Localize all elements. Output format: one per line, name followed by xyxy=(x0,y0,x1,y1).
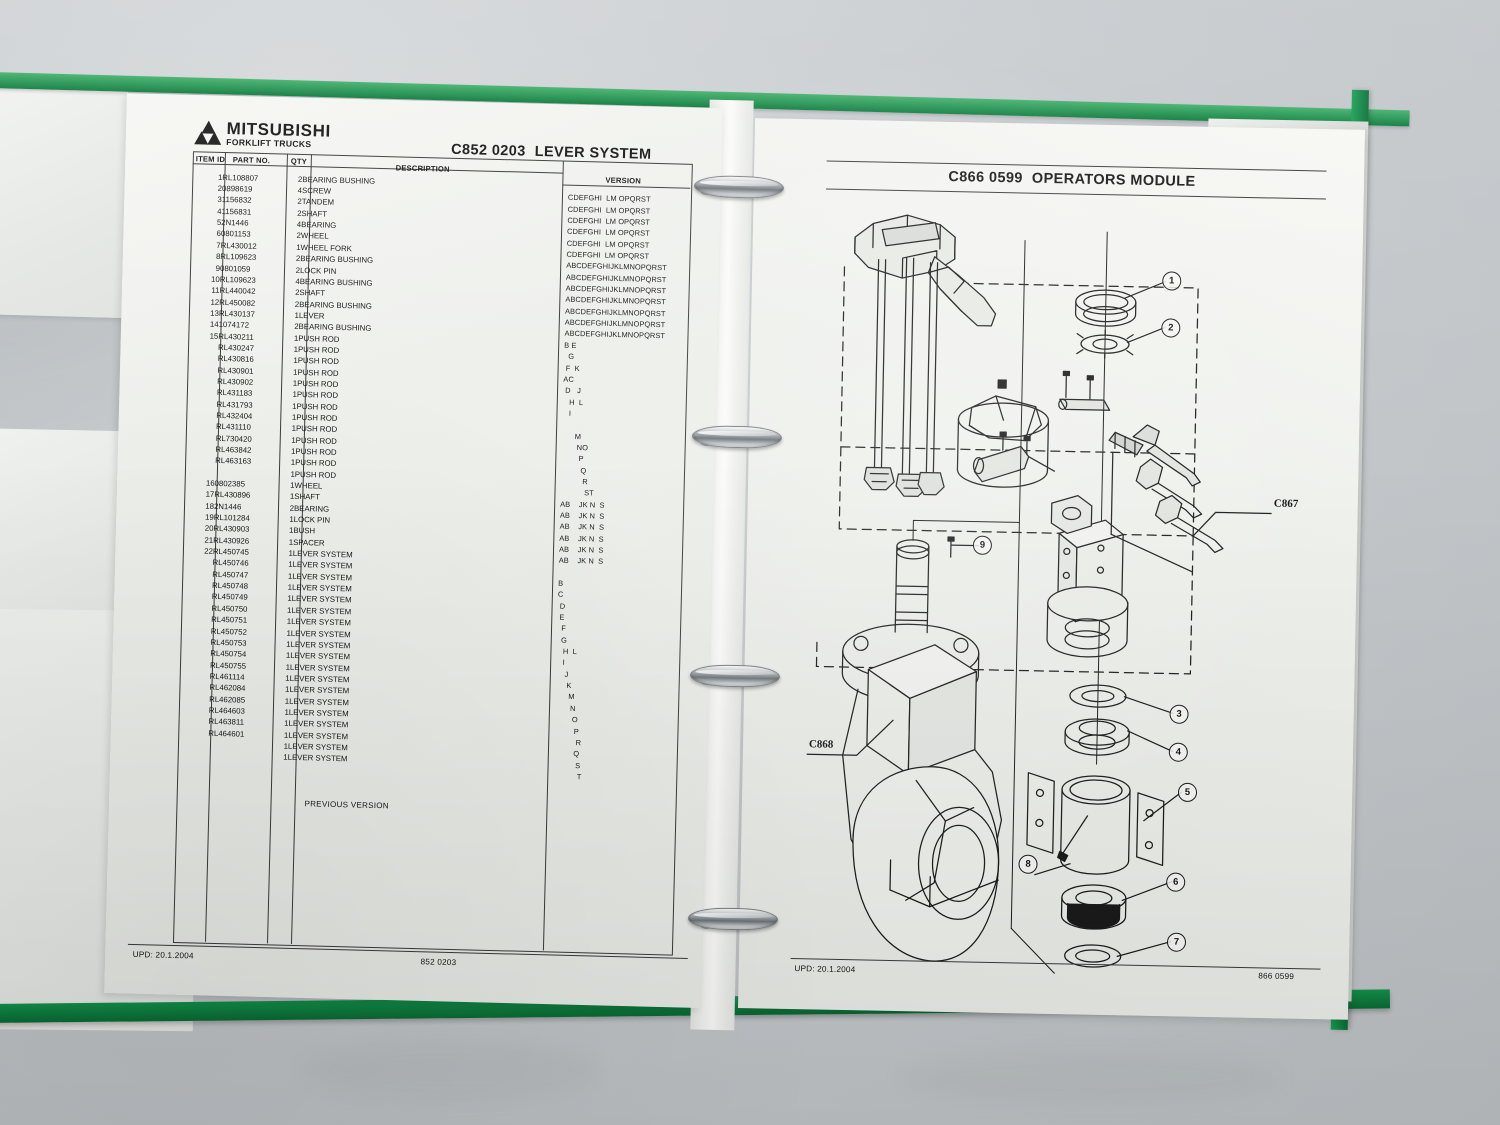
right-page-content: C866 0599OPERATORS MODULE xyxy=(790,150,1344,999)
operators-module-exploded-drawing xyxy=(806,214,1272,974)
surface-smudge xyxy=(300,1040,600,1100)
surface-smudge xyxy=(900,1050,1280,1105)
